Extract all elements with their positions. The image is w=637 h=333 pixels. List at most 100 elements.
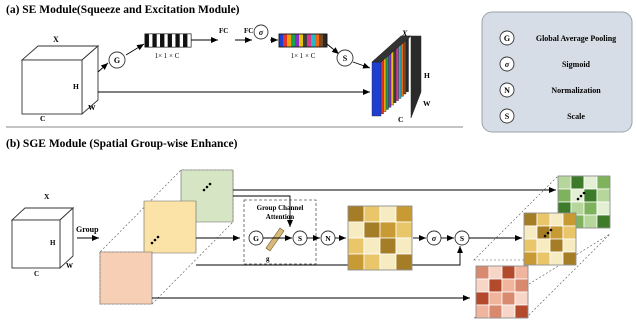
group-channel-attention-box: Group Channel Attention G g S: [243, 199, 317, 265]
legend-symbol-circle: [499, 56, 515, 72]
se-excitation-vector-cell: [287, 34, 291, 47]
se-excitation-vector-cell: [311, 34, 315, 47]
spatial-attention-map: [347, 205, 413, 271]
se-squeeze-vector-cell: [148, 33, 153, 48]
output-orange-cell: [514, 265, 529, 280]
attention-map-cell: [379, 221, 397, 239]
output-orange-cell: [475, 265, 490, 280]
se-excitation-vector-cell: [323, 34, 327, 47]
se-excitation-vector-cell: [291, 34, 295, 47]
output-orange-cell: [501, 291, 516, 306]
se-excitation-vector: 1× 1 × C: [278, 33, 328, 60]
output-orange-cell: [501, 265, 516, 280]
sge-input-x-label: X: [44, 192, 50, 201]
se-excitation-vector-cell: [295, 34, 299, 47]
group-slab-orange: [99, 251, 153, 305]
ellipsis-dot: [579, 194, 583, 198]
output-yellow-cell: [562, 225, 577, 240]
attention-map-cell: [395, 237, 413, 255]
se-section-title: (a) SE Module(Squeeze and Excitation Mod…: [6, 4, 240, 16]
se-squeeze-vector-cell: [175, 33, 180, 48]
attention-map-cell: [363, 253, 381, 271]
sge-scale-node: S: [454, 230, 470, 246]
ellipsis-dot: [576, 197, 580, 201]
se-output-side-face: [410, 35, 422, 119]
legend-symbol-circle: [499, 30, 515, 46]
sge-gap-node-label: G: [253, 234, 259, 243]
sge-input-cube: X H W C: [10, 192, 75, 278]
se-excitation-vector-cell: [279, 34, 283, 47]
output-slab-green: [557, 175, 611, 229]
output-orange-cell: [488, 265, 503, 280]
attention-map-cell: [395, 253, 413, 271]
se-squeeze-vector-cell: [179, 33, 184, 48]
output-orange-cell: [514, 291, 529, 306]
attention-map-cell: [395, 205, 413, 223]
se-output-cube: X H W C: [371, 29, 431, 124]
se-squeeze-vector-cell: [171, 33, 176, 48]
legend-symbol: S: [505, 112, 510, 121]
output-yellow-cell: [562, 251, 577, 266]
se-excitation-vector-cell: [307, 34, 311, 47]
output-green-cell-border: [557, 175, 611, 229]
se-fc-label-1: FC: [219, 27, 228, 35]
sge-input-c-label: C: [34, 270, 39, 278]
ellipsis-dot: [549, 228, 553, 232]
legend-symbol-circle: [499, 82, 515, 98]
se-excitation-vector-label: 1× 1 × C: [291, 52, 316, 60]
output-slab-orange: [475, 265, 529, 319]
se-squeeze-vector-cell: [183, 33, 188, 48]
se-output-c-label: C: [398, 115, 403, 124]
attention-map-cell: [379, 205, 397, 223]
se-squeeze-vector-cell: [156, 33, 161, 48]
se-output-x-label: X: [401, 29, 408, 38]
g-vector: [265, 227, 285, 252]
group-slab-yellow: [143, 200, 197, 254]
output-green-cell: [570, 175, 585, 190]
se-scale-node-label: S: [343, 54, 348, 63]
legend-symbol: σ: [505, 60, 510, 69]
se-squeeze-vector-cell: [186, 33, 192, 48]
attention-map-cell: [347, 253, 365, 271]
output-yellow-cell: [549, 225, 564, 240]
ellipsis-dot: [582, 191, 586, 195]
output-orange-cell: [488, 291, 503, 306]
attention-map-cell-border: [347, 205, 413, 271]
se-squeeze-vector-cell: [167, 33, 173, 48]
output-green-cell: [596, 201, 611, 216]
se-squeeze-vector-cell: [144, 33, 150, 48]
output-green-cell: [596, 188, 611, 203]
output-yellow-cell: [523, 238, 538, 253]
sge-sigmoid-node: σ: [426, 230, 442, 246]
se-fc-label-2: FC: [244, 27, 253, 35]
sge-sigmoid-node-label: σ: [432, 234, 437, 243]
output-orange-cell: [475, 278, 490, 293]
attention-title-line1: Group Channel: [257, 204, 304, 212]
attention-map-cell: [379, 237, 397, 255]
output-green-cell: [583, 214, 598, 229]
legend-label: Global Average Pooling: [536, 34, 616, 43]
se-excitation-vector-cell: [283, 34, 287, 47]
legend-label: Scale: [567, 112, 585, 121]
output-yellow-cell: [536, 238, 551, 253]
legend-symbol: G: [504, 34, 510, 43]
output-orange-cell: [488, 304, 503, 319]
attention-map-cell: [347, 205, 365, 223]
se-scale-node: S: [336, 49, 354, 67]
output-yellow-cell: [549, 251, 564, 266]
output-yellow-cell: [536, 212, 551, 227]
se-input-h-label: H: [73, 82, 79, 91]
output-yellow-cell: [523, 212, 538, 227]
attention-map-cell: [363, 237, 381, 255]
legend-symbol-circle: [499, 108, 515, 124]
se-squeeze-vector-label: 1× 1 × C: [155, 52, 180, 60]
sge-norm-node: N: [320, 230, 336, 246]
output-green-cell: [583, 188, 598, 203]
sge-input-h-label: H: [50, 239, 56, 247]
attention-map-cell: [363, 205, 381, 223]
se-gap-node-label: G: [114, 56, 120, 65]
se-output-w-label: W: [423, 99, 431, 108]
sge-input-w-label: W: [66, 262, 73, 270]
